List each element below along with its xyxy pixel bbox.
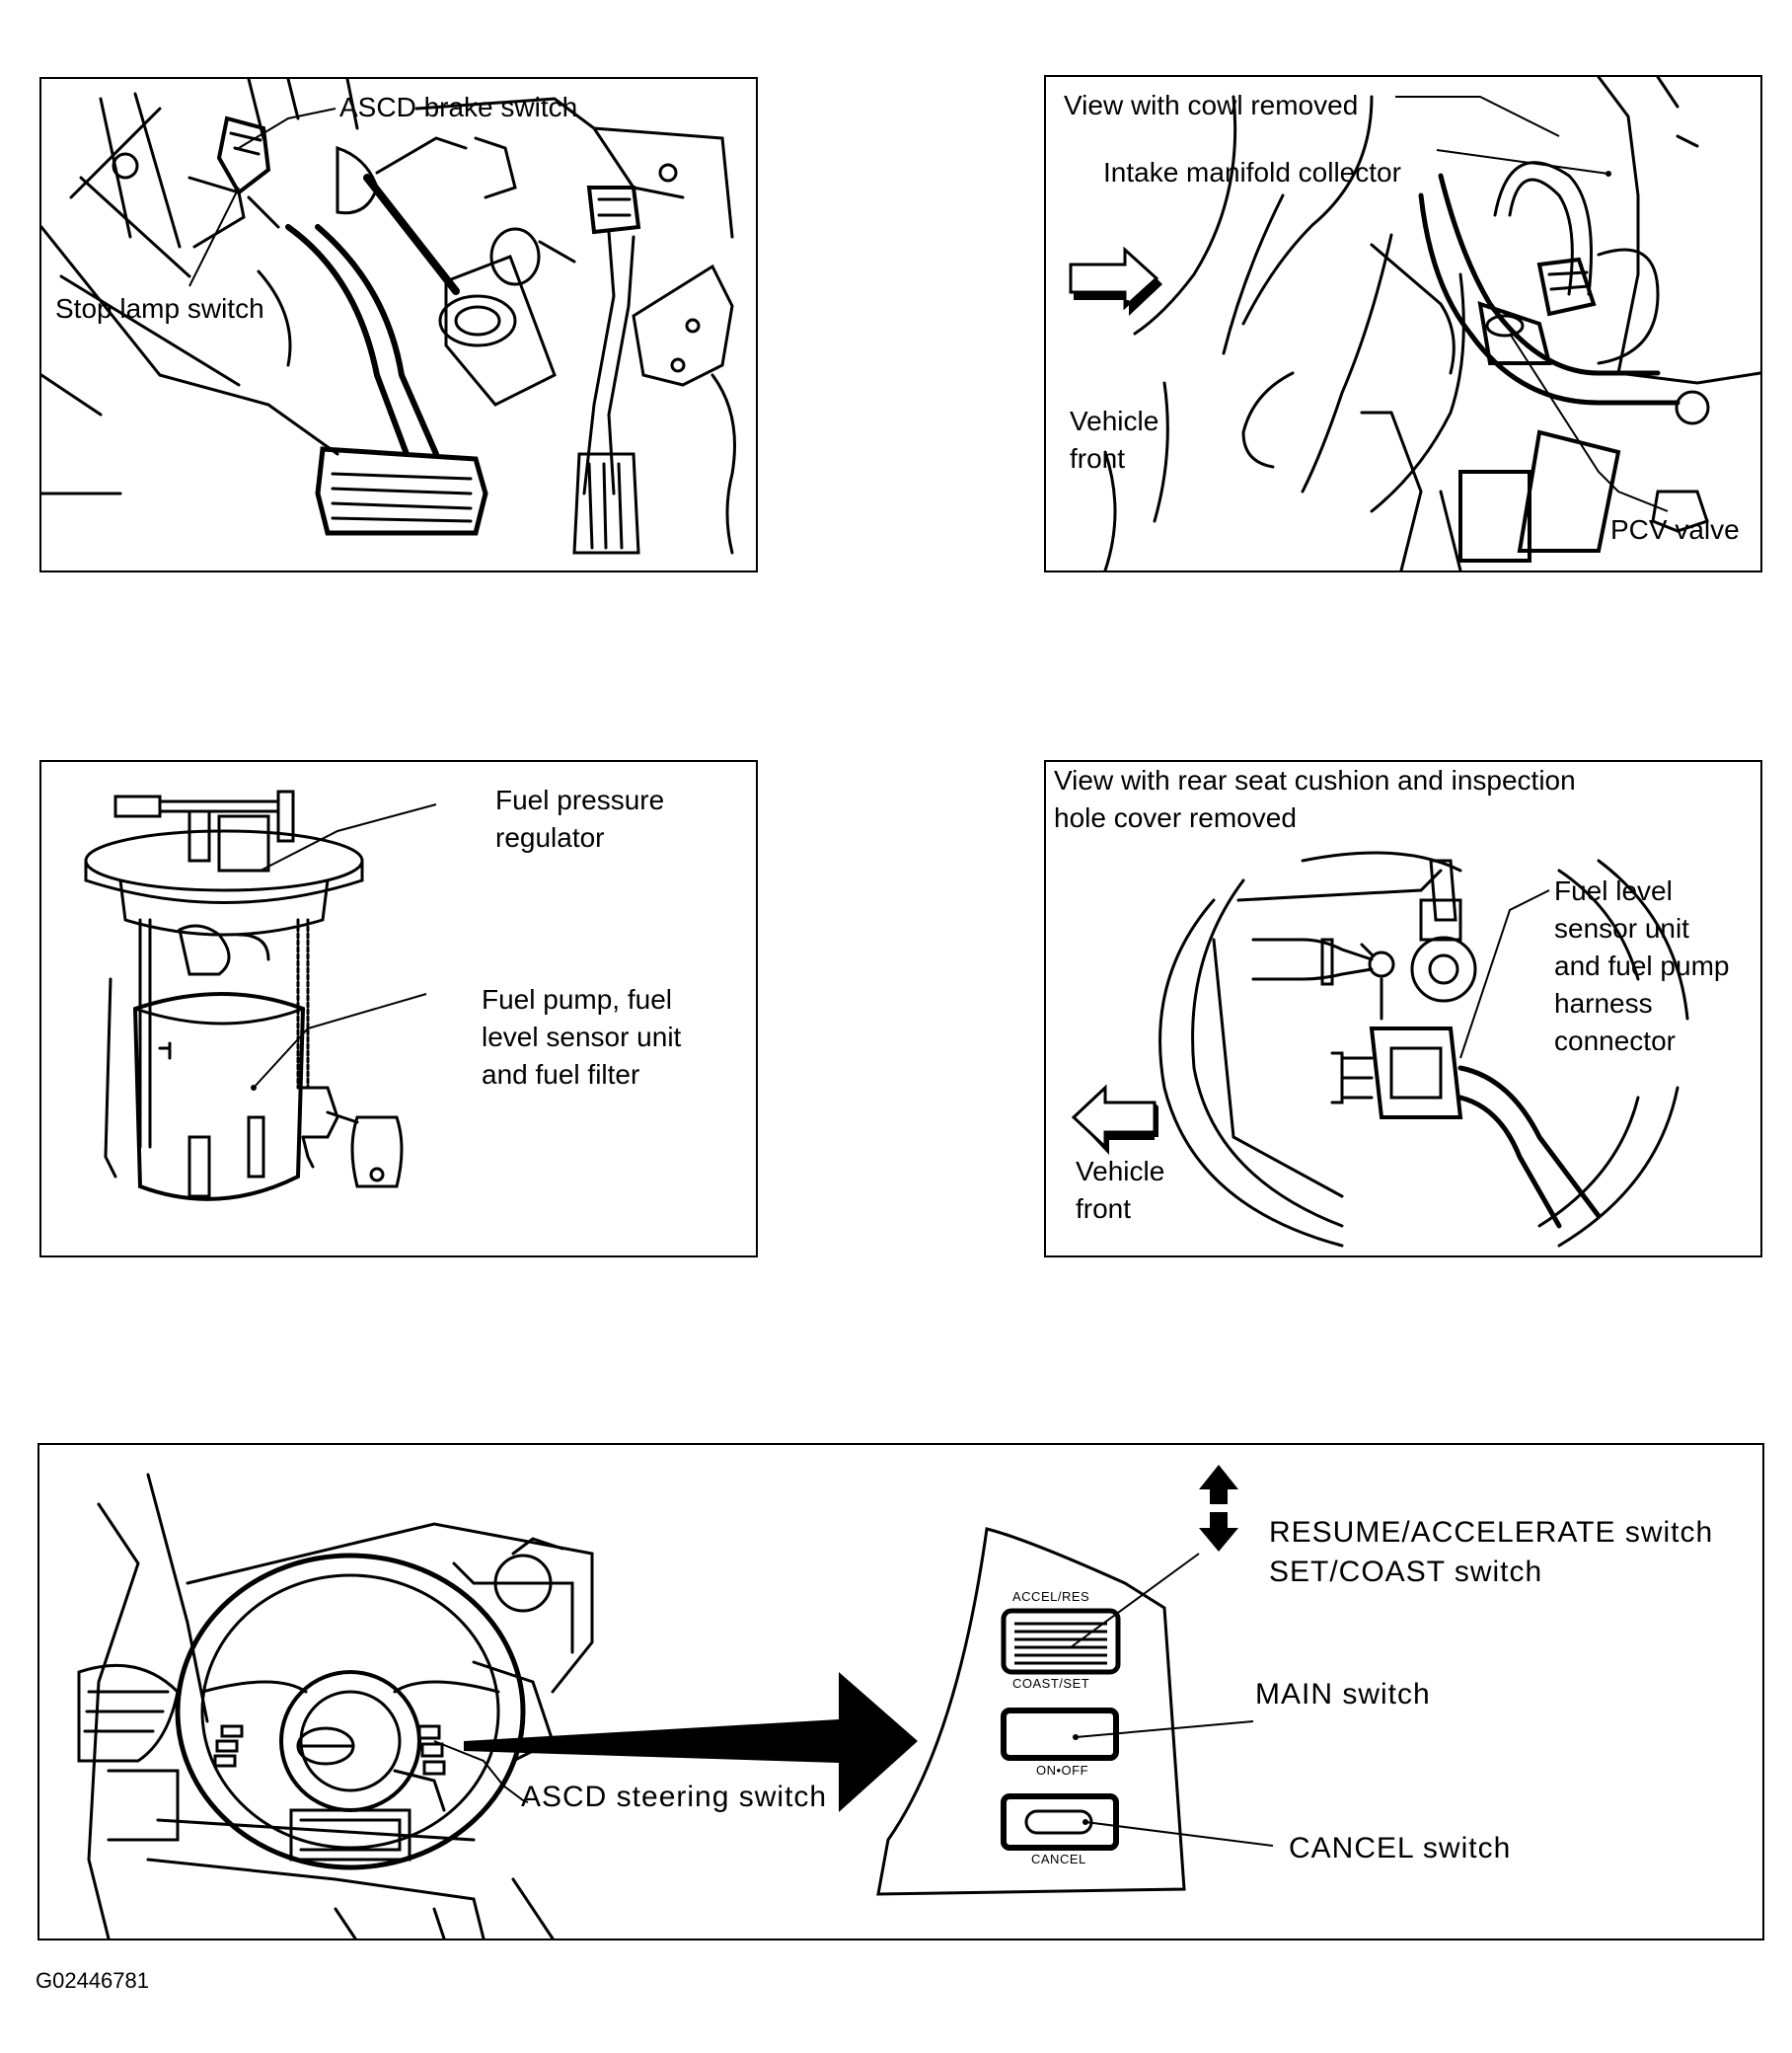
fuel-pressure-regulator-label-line2: regulator [495,822,605,853]
vehicle-front-label-vehicle: Vehicle [1070,406,1159,436]
vehicle-front-label-front: front [1070,443,1126,474]
brake-pedal-illustration [41,79,736,555]
fuel-level-connector-panel: View with rear seat cushion and inspecti… [1044,760,1762,1257]
fuel-pump-label-line1: Fuel pump, fuel [482,984,672,1015]
intake-manifold-collector-label: Intake manifold collector [1103,157,1401,188]
view-rear-seat-label-line2: hole cover removed [1054,802,1297,833]
brake-switch-panel: ASCD brake switch Stop lamp switch [39,77,758,572]
fuel-level-sensor-label-line2: sensor unit [1554,913,1689,944]
view-rear-seat-label-line1: View with rear seat cushion and inspecti… [1054,765,1576,796]
cancel-text: CANCEL [1031,1852,1086,1866]
vehicle-front-label-vehicle-2: Vehicle [1076,1156,1165,1186]
stop-lamp-switch-label: Stop lamp switch [55,293,264,324]
fuel-pressure-regulator-label-line1: Fuel pressure [495,785,665,815]
fuel-level-sensor-label-line1: Fuel level [1554,875,1673,906]
steering-wheel-illustration [77,1465,1274,1939]
fuel-level-sensor-label-line3: and fuel pump [1554,950,1730,981]
fuel-pump-label-line3: and fuel filter [482,1059,640,1090]
main-switch-label: MAIN switch [1255,1678,1431,1711]
detail-pointer-arrow [464,1672,918,1812]
fuel-level-sensor-label-line5: connector [1554,1026,1676,1056]
resume-accelerate-switch-label: RESUME/ACCELERATE switch [1269,1516,1714,1549]
cancel-switch-button[interactable] [1001,1793,1119,1851]
vehicle-front-label-front-2: front [1076,1193,1132,1224]
pcv-valve-label: PCV valve [1610,514,1740,545]
fuel-pump-illustration [84,790,437,1201]
fuel-level-illustration [1071,851,1689,1248]
accel-res-coast-set-button[interactable] [1001,1608,1121,1675]
ascd-steering-switch-panel: ACCEL/RES COAST/SET ON•OFF CANCEL RESUME… [37,1443,1764,1940]
vehicle-front-arrow-left [1071,1084,1158,1155]
ascd-brake-switch-label: ASCD brake switch [339,92,578,122]
ascd-steering-switch-label: ASCD steering switch [521,1781,828,1813]
up-down-arrow-icon [1199,1465,1238,1552]
fuel-level-sensor-label-line4: harness [1554,988,1653,1019]
view-cowl-removed-label: View with cowl removed [1064,90,1359,120]
pcv-valve-panel: View with cowl removed Intake manifold c… [1044,75,1762,572]
fuel-pump-panel: Fuel pressure regulator Fuel pump, fuel … [39,760,758,1257]
fuel-pump-label-line2: level sensor unit [482,1022,682,1052]
on-off-text: ON•OFF [1036,1763,1089,1778]
pcv-illustration [1069,77,1760,570]
coast-set-text: COAST/SET [1012,1676,1090,1691]
cancel-switch-label: CANCEL switch [1289,1832,1512,1864]
accel-res-text: ACCEL/RES [1012,1589,1090,1604]
set-coast-switch-label: SET/COAST switch [1269,1556,1543,1588]
figure-id: G02446781 [36,1968,149,1993]
vehicle-front-arrow-right [1069,246,1162,316]
